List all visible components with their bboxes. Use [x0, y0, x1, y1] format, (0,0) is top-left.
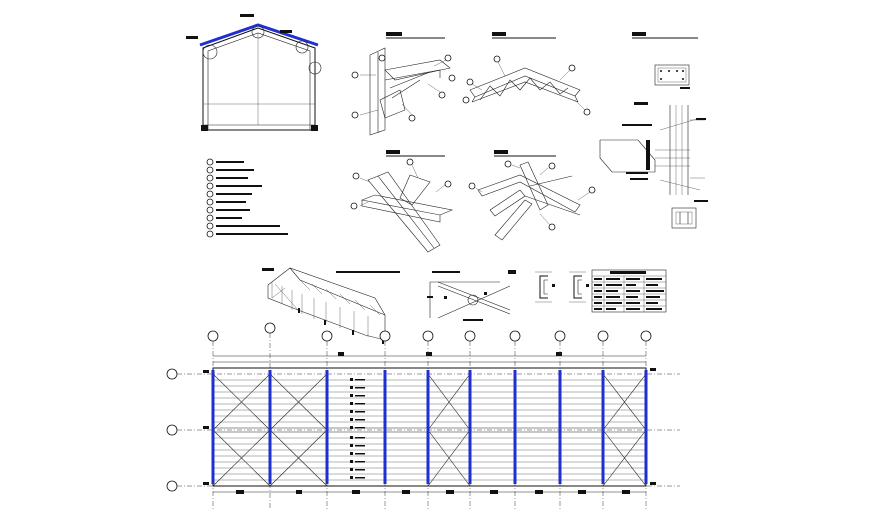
legend-item: [206, 198, 246, 206]
legend-item: [206, 206, 250, 214]
grid-bubbles-top: [207, 322, 652, 342]
member-schedule-table: [591, 269, 667, 313]
legend-item: [206, 158, 244, 166]
grid-bubbles-left: [166, 368, 178, 492]
detail-bracing-node-iso: [468, 150, 596, 241]
legend-item: [206, 182, 262, 190]
legend-list: [206, 158, 288, 238]
legend-item: [206, 166, 254, 174]
detail-ridge-truss-iso: [462, 32, 591, 116]
legend-item: [206, 230, 288, 238]
detail-x-bracing: [427, 281, 511, 321]
legend-item: [206, 190, 252, 198]
detail-purlin-connection-iso: [350, 150, 454, 253]
purlin-tags: [350, 378, 365, 479]
section-title-bar: [336, 270, 516, 274]
legend-item: [206, 222, 280, 230]
legend-item: [206, 174, 248, 182]
c-section-profiles: [535, 271, 589, 303]
detail-column-rafter-iso: [351, 32, 456, 136]
bottom-dimension-tags: [203, 368, 656, 494]
portal-frame-elevation: [186, 14, 322, 131]
detail-column-section: [632, 32, 698, 89]
legend-item: [206, 214, 242, 222]
roof-framing-plan: [166, 322, 680, 510]
detail-bracket-elevation: [599, 102, 708, 229]
